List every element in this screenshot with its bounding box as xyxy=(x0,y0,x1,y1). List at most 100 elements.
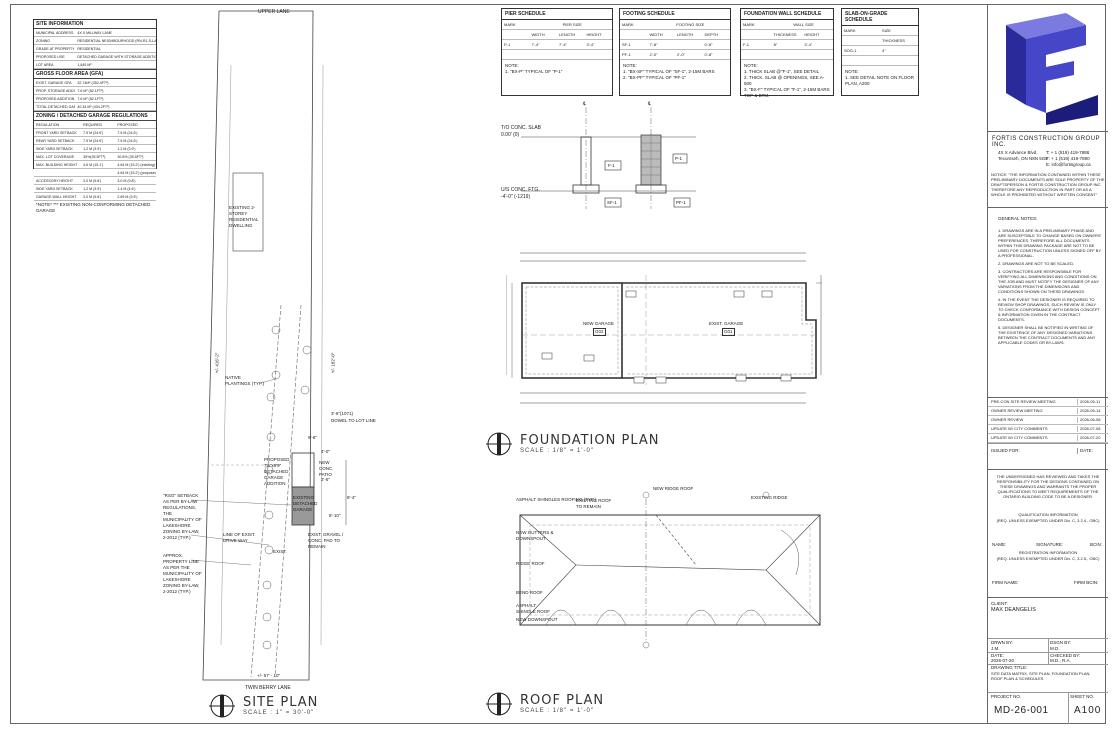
client-label: CLIENT: xyxy=(991,601,1008,606)
gfa-row-cell: EXIST. GARAGE GFA xyxy=(36,80,72,85)
regulation-row-cell: 4.6 M (15.1') xyxy=(83,162,104,167)
general-note-item: 4. IN THE EVENT THE DESIGNER IS REQUIRED… xyxy=(998,297,1100,322)
general-notes-list: 1. DRAWINGS ARE IN A PRELIMINARY PHASE A… xyxy=(998,228,1102,348)
site-info-row-cell: 4X X MILLWAY LANE xyxy=(77,30,112,35)
site-info-row-cell: GRADE AT PROPERTY LINE xyxy=(36,46,75,51)
revision-date: 2026-07-08 xyxy=(1077,426,1108,432)
site-info-row-cell: ZONING xyxy=(36,38,50,43)
revision-description: PRE-CON SITE REVIEW MEETING xyxy=(991,399,1056,404)
date-value: 2026-07-20 xyxy=(991,658,1015,663)
roof-label-9: EXISTING ROOF TO REMAIN xyxy=(576,498,612,509)
site-info-row-cell: 1,845 M² xyxy=(77,62,92,67)
company-address: 4X X Advance Blvd. Tecumseh, ON N8N 5G8 xyxy=(998,150,1048,161)
section-tag-f1: F-1 xyxy=(608,163,615,168)
slab-col-mark: MARK xyxy=(844,28,856,33)
drawing-title-value: SITE DATA MATRIX, SITE PLAN, FOUNDATION … xyxy=(991,671,1091,681)
gfa-row-cell: TOTAL DETACHED GARAGE xyxy=(36,104,76,109)
footing-col-mark: MARK xyxy=(622,22,634,27)
regulation-row-cell: 2.89 M (9.5') xyxy=(117,194,138,199)
checked-value: M.D., R.A. xyxy=(1050,658,1071,663)
gfa-title: GROSS FLOOR AREA (GFA) xyxy=(34,69,156,79)
regulation-row-cell: MAX. LOT COVERAGE xyxy=(36,154,75,159)
revision-description: UPDATE W/ CITY COMMENTS xyxy=(991,426,1048,431)
section-top-value: 0.00' (0) xyxy=(501,132,520,138)
site-street-label: UPPER LANE xyxy=(258,9,290,15)
section-top-label: T/O CONC. SLAB xyxy=(501,125,542,131)
pier-row-width: 7'-4" xyxy=(531,42,540,47)
new-conc-patio-label: NEW CONC. PATIO xyxy=(319,460,334,477)
general-note-item: 5. DESIGNER SHALL BE NOTIFIED IN WRITING… xyxy=(998,325,1096,345)
section-tag-p1: P-1 xyxy=(675,156,683,161)
footing-section-detail xyxy=(521,107,696,209)
regulation-row-cell: ACCESSORY HEIGHT xyxy=(36,178,74,183)
gfa-row-cell: 7.6 M² (82.1FT²) xyxy=(77,96,104,101)
gfa-row-cell: 40.34 M² (434.2FT²) xyxy=(77,104,110,109)
exist-gravel-label: EXIST. GRAVEL / CONC. PAD TO REMAIN xyxy=(308,532,344,549)
roof-label-7: NEW RIDGE ROOF xyxy=(653,486,694,491)
designed-label: DSGN BY: xyxy=(1050,640,1072,645)
designed-value: M.D. xyxy=(1050,646,1060,651)
native-plantings-label: NATIVE PLANTINGS (TYP.) xyxy=(225,375,265,386)
roof-plan-title: ROOF PLAN xyxy=(520,693,605,708)
pier-row-length: 7'-4" xyxy=(559,42,567,47)
dim-3: 9'-8" xyxy=(308,435,317,440)
section-cl-2: ℄ xyxy=(648,101,652,107)
pier-col-width: WIDTH xyxy=(531,32,545,37)
pier-col-mark: MARK xyxy=(504,22,516,27)
footing-r1-depth: 0'-8" xyxy=(704,42,713,47)
regulation-row-cell: REAR YARD SETBACK xyxy=(36,138,75,143)
bcin-firm-name-label: FIRM NAME: xyxy=(992,580,1019,585)
footing-r2-width: 2'-0" xyxy=(649,52,658,57)
roof-plan-scale: SCALE : 1/8" = 1'-0" xyxy=(520,708,594,714)
footing-r2-mark: PF-1 xyxy=(622,52,631,57)
footing-col-width: WIDTH xyxy=(649,32,663,37)
section-tag-pf1: PF-1 xyxy=(676,200,686,205)
regulation-row-cell: GARAGE WALL HEIGHT xyxy=(36,194,77,199)
foundation-plan-drawing xyxy=(506,252,822,404)
foundation-plan-title-symbol xyxy=(486,432,512,456)
regulation-header-row-cell: REQUIRED xyxy=(83,122,103,127)
lot-dim-right: +/- 182'-0" xyxy=(330,352,336,374)
exist-garage-tag: G01 xyxy=(722,328,735,336)
footing-r1-width: 7'-8" xyxy=(649,42,658,47)
regulation-row-cell: 3.0 M (9.8') xyxy=(83,178,102,183)
general-note-item: 3. CONTRACTORS ARE RESPONSIBLE FOR VERIF… xyxy=(998,269,1100,294)
bcin-registration: REGISTRATION INFORMATION (REQ. UNLESS EX… xyxy=(996,550,1100,561)
company-name: FORTIS CONSTRUCTION GROUP INC. xyxy=(992,136,1100,148)
fwall-col-size: WALL SIZE xyxy=(793,22,814,27)
footing-col-depth: DEPTH xyxy=(704,32,719,37)
site-info-row-cell: MUNICIPAL ADDRESS xyxy=(36,30,74,35)
site-rear-lane-label: TWIN BERRY LANE xyxy=(245,685,291,691)
regulation-row-cell: 1.2 M (3.9') xyxy=(83,146,102,151)
pier-row-height: 3'-4" xyxy=(586,42,595,47)
project-no-label: PROJECT NO. xyxy=(991,694,1022,699)
fwall-col-mark: MARK xyxy=(743,22,755,27)
regulation-row: 4.64 M (15.2') (proposed) xyxy=(34,169,156,177)
general-note-item: 2. DRAWINGS ARE NOT TO BE SCALED. xyxy=(998,261,1075,266)
regulation-row-cell: SIDE YARD SETBACK xyxy=(36,146,73,151)
slab-schedule-title: SLAB-ON-GRADE SCHEDULE xyxy=(842,9,918,26)
gfa-row-cell: PROPOSED ADDITION xyxy=(36,96,75,101)
section-cl-1: ℄ xyxy=(583,101,587,107)
issued-date-label: DATE: xyxy=(1077,448,1108,454)
regulation-row-cell: SIDE YARD SETBACK xyxy=(36,186,73,191)
pier-row-mark: P-1 xyxy=(504,42,511,47)
